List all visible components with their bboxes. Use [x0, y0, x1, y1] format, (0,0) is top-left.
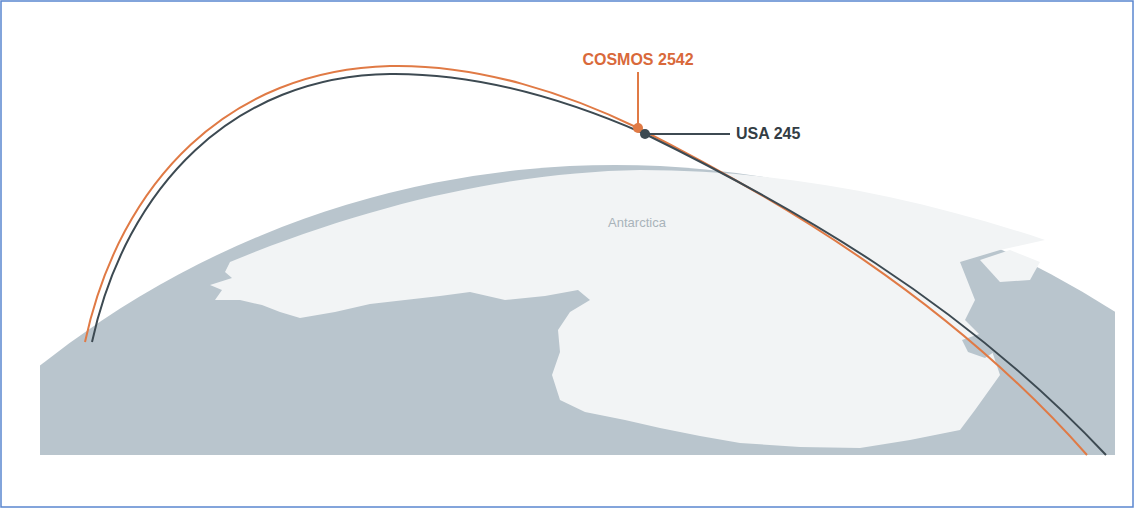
satellite-dot-usa — [640, 129, 650, 139]
satellite-label: COSMOS 2542 — [582, 52, 693, 68]
island — [980, 250, 1040, 282]
globe — [40, 165, 1115, 455]
orbit-usa — [92, 74, 1106, 455]
leader-usa — [649, 133, 730, 135]
region-label: Antarctica — [608, 216, 666, 229]
bay — [962, 332, 1000, 358]
ocean — [40, 165, 1115, 455]
satellite-label: USA 245 — [736, 126, 800, 142]
orbit-cosmos — [85, 66, 1087, 455]
leader-cosmos — [637, 72, 639, 124]
antarctica-landmass — [210, 170, 1045, 448]
